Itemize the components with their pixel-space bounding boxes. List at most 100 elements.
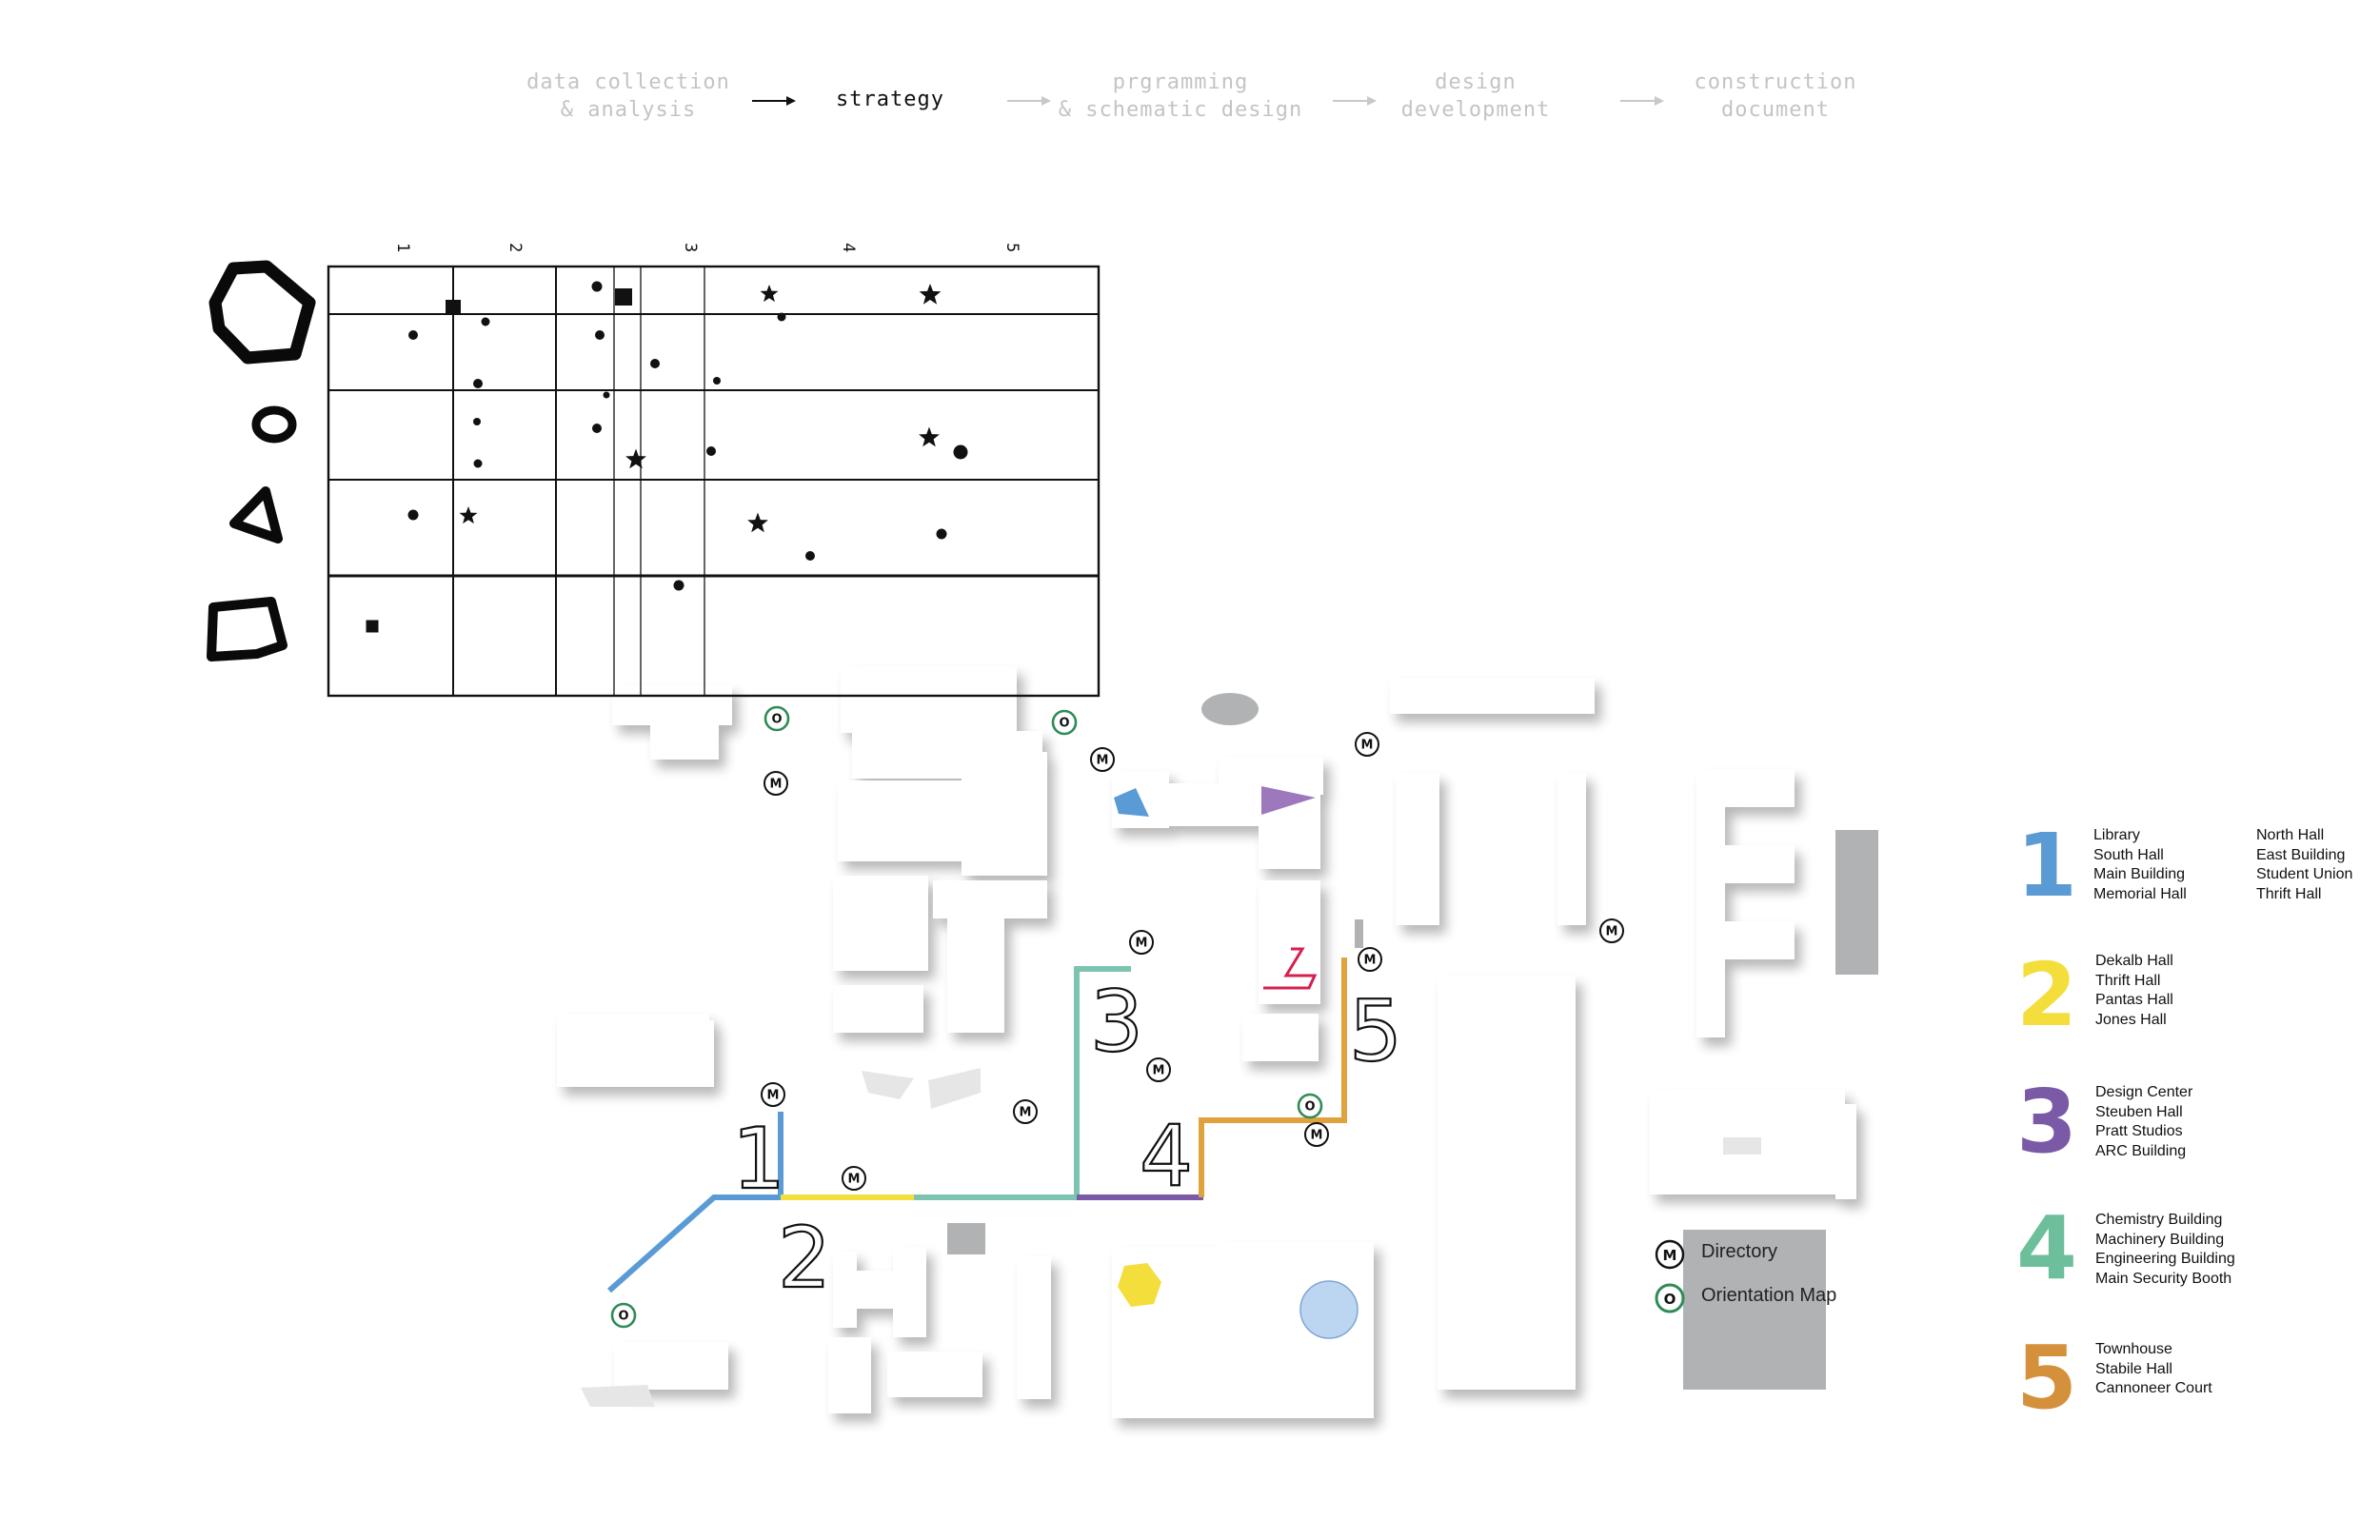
grey-block [947, 1223, 985, 1254]
building-name: Dekalb Hall [2095, 953, 2173, 969]
orientation-marker-icon: O [1051, 709, 1078, 736]
building-name: Main Security Booth [2095, 1270, 2232, 1287]
building [947, 918, 1004, 1033]
building-name: Library [2093, 827, 2140, 843]
fountain [1201, 693, 1259, 725]
directory-marker-icon: M [1358, 947, 1382, 972]
matrix-dot-mark [777, 312, 786, 322]
route-number-2: 2 [778, 1209, 831, 1307]
matrix-dot-mark [650, 359, 660, 368]
matrix-star-mark [459, 506, 478, 524]
building [614, 1342, 728, 1390]
building-name: Jones Hall [2095, 1011, 2167, 1028]
building-name: Thrift Hall [2256, 885, 2322, 902]
matrix-column-label: 4 [839, 243, 858, 252]
matrix-dot-mark [473, 459, 483, 468]
building [1723, 921, 1795, 959]
campus-buildings [557, 666, 1856, 1418]
svg-text:M: M [1153, 1064, 1165, 1078]
matrix-star-mark [760, 285, 779, 303]
svg-text:M: M [1364, 954, 1377, 968]
route-line [914, 966, 1131, 1200]
route-line [607, 1194, 781, 1293]
step-line1: prgramming [1112, 70, 1249, 94]
svg-text:M: M [848, 1173, 861, 1187]
building [1557, 773, 1586, 925]
building [1396, 773, 1439, 925]
building-name: North Hall [2256, 827, 2325, 843]
zone-4-buildings: Chemistry Building Machinery Building En… [2095, 1211, 2235, 1289]
building [933, 880, 1047, 918]
grey-block [1683, 1230, 1826, 1390]
symbol-key: M O [1655, 1239, 1685, 1313]
zone-1-buildings: Library South Hall Main Building Memoria… [2093, 826, 2187, 904]
svg-text:O: O [1304, 1100, 1315, 1115]
matrix-dot-mark [595, 330, 605, 340]
building [1723, 769, 1795, 807]
directory-symbol-letter: M [1663, 1247, 1677, 1264]
directory-label: Directory [1701, 1241, 1778, 1262]
directory-marker-icon: M [1090, 747, 1115, 772]
matrix-star-mark [625, 448, 646, 469]
matrix-dot-mark [592, 424, 602, 433]
matrix-dot-mark [953, 444, 968, 460]
zone-markers [1114, 786, 1359, 1339]
oval-shape-icon [251, 405, 297, 444]
svg-text:M: M [1136, 937, 1148, 951]
matrix-column-label: 1 [393, 243, 412, 252]
plaza-shape [1723, 1137, 1761, 1155]
building [1835, 1104, 1856, 1199]
building-name: Pantas Hall [2095, 992, 2173, 1008]
building [612, 685, 732, 725]
building [850, 1271, 893, 1309]
directory-marker-icon: M [1304, 1122, 1329, 1147]
building [1017, 1256, 1051, 1399]
building [1390, 678, 1595, 714]
matrix-column-label: 2 [506, 243, 525, 252]
plaza-shape [581, 1385, 655, 1407]
matrix-marks [366, 281, 968, 633]
svg-text:M: M [770, 778, 783, 792]
building [650, 723, 719, 760]
building [828, 1337, 871, 1413]
orientation-marker-icon: O [1297, 1093, 1323, 1119]
building [887, 1352, 982, 1397]
light-grey-features [581, 1068, 1761, 1407]
zone-3-buildings: Design Center Steuben Hall Pratt Studios… [2095, 1083, 2192, 1161]
matrix-dot-mark [713, 377, 721, 385]
building-name: Steuben Hall [2095, 1103, 2183, 1120]
building-name: Student Union [2256, 866, 2353, 882]
d-shape-icon [207, 597, 288, 661]
building-name: Memorial Hall [2093, 885, 2187, 902]
directory-marker-icon: M [842, 1166, 866, 1191]
building [893, 1247, 926, 1337]
step-data-collection: data collection & analysis [514, 69, 743, 124]
building-name: East Building [2256, 846, 2346, 863]
svg-text:M: M [1097, 754, 1109, 768]
matrix-dot-mark [473, 418, 481, 425]
arrow-right-icon [1620, 96, 1664, 106]
matrix-dot-mark [407, 509, 419, 521]
plaza-shape [862, 1071, 914, 1099]
svg-text:M: M [1361, 739, 1374, 753]
building [838, 780, 962, 861]
matrix-dot-mark [473, 379, 483, 388]
zone-number-2: 2 [2016, 944, 2078, 1046]
route-line [1199, 958, 1347, 1197]
route-number-4: 4 [1140, 1107, 1193, 1205]
orientation-symbol-icon: O [1655, 1283, 1685, 1313]
building-name: Machinery Building [2095, 1231, 2225, 1248]
directory-marker-icon: M [1599, 918, 1624, 943]
matrix-star-mark [919, 284, 942, 305]
zone-number-1: 1 [2016, 815, 2078, 917]
zone-number-4: 4 [2016, 1197, 2078, 1299]
zone-5-marker [1263, 947, 1318, 990]
matrix-dot-mark [936, 528, 947, 540]
directory-symbol-icon: M [1655, 1239, 1685, 1270]
plaza-shape [928, 1068, 981, 1109]
route-number-1: 1 [732, 1110, 785, 1208]
building-name: Main Building [2093, 866, 2186, 882]
